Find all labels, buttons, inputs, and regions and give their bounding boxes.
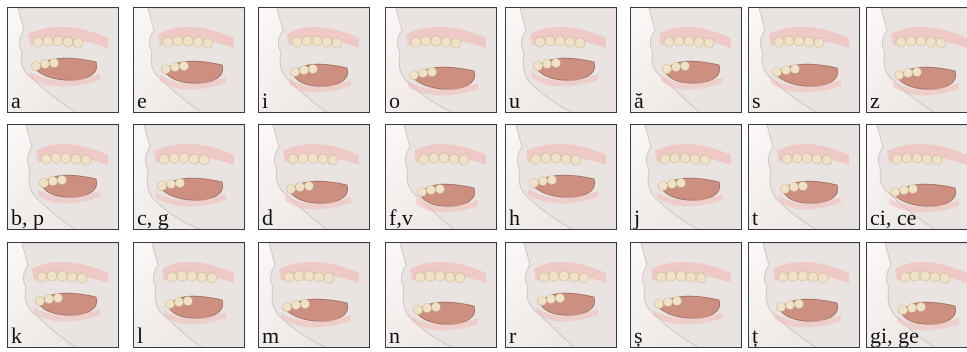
- phoneme-label: a: [11, 90, 21, 112]
- phoneme-label: m: [262, 325, 279, 347]
- phoneme-label: j: [634, 207, 640, 229]
- viseme-tile: c, g: [133, 124, 245, 230]
- phoneme-label: e: [137, 90, 147, 112]
- viseme-tile: n: [385, 242, 497, 348]
- viseme-tile: j: [630, 124, 742, 230]
- phoneme-label: c, g: [137, 207, 169, 229]
- viseme-tile: b, p: [7, 124, 119, 230]
- phoneme-label: ș: [634, 325, 643, 347]
- viseme-tile: l: [133, 242, 245, 348]
- phoneme-label: b, p: [11, 207, 44, 229]
- viseme-tile: ș: [630, 242, 742, 348]
- phoneme-label: r: [509, 325, 516, 347]
- viseme-tile: a: [7, 7, 119, 113]
- viseme-tile: t: [748, 124, 860, 230]
- phoneme-label: t: [752, 207, 758, 229]
- phoneme-label: z: [870, 90, 880, 112]
- viseme-tile: m: [258, 242, 370, 348]
- viseme-tile: ț: [748, 242, 860, 348]
- phoneme-label: d: [262, 207, 273, 229]
- viseme-tile: e: [133, 7, 245, 113]
- phoneme-label: u: [509, 90, 520, 112]
- phoneme-label: i: [262, 90, 268, 112]
- phoneme-label: s: [752, 90, 761, 112]
- phoneme-label: gi, ge: [870, 325, 919, 347]
- viseme-tile: f,v: [385, 124, 497, 230]
- phoneme-label: k: [11, 325, 22, 347]
- viseme-tile: o: [385, 7, 497, 113]
- phoneme-label: ă: [634, 90, 644, 112]
- phoneme-label: h: [509, 207, 520, 229]
- phoneme-label: ci, ce: [870, 207, 916, 229]
- phoneme-label: ț: [752, 325, 758, 347]
- phoneme-label: l: [137, 325, 143, 347]
- viseme-tile: u: [505, 7, 617, 113]
- viseme-tile: z: [866, 7, 967, 113]
- viseme-tile: ci, ce: [866, 124, 967, 230]
- viseme-tile: i: [258, 7, 370, 113]
- viseme-tile: d: [258, 124, 370, 230]
- phoneme-label: o: [389, 90, 400, 112]
- viseme-tile: h: [505, 124, 617, 230]
- viseme-tile: s: [748, 7, 860, 113]
- phoneme-label: f,v: [389, 207, 413, 229]
- viseme-tile: ă: [630, 7, 742, 113]
- viseme-tile: r: [505, 242, 617, 348]
- viseme-tile: k: [7, 242, 119, 348]
- phoneme-label: n: [389, 325, 400, 347]
- viseme-tile: gi, ge: [866, 242, 967, 348]
